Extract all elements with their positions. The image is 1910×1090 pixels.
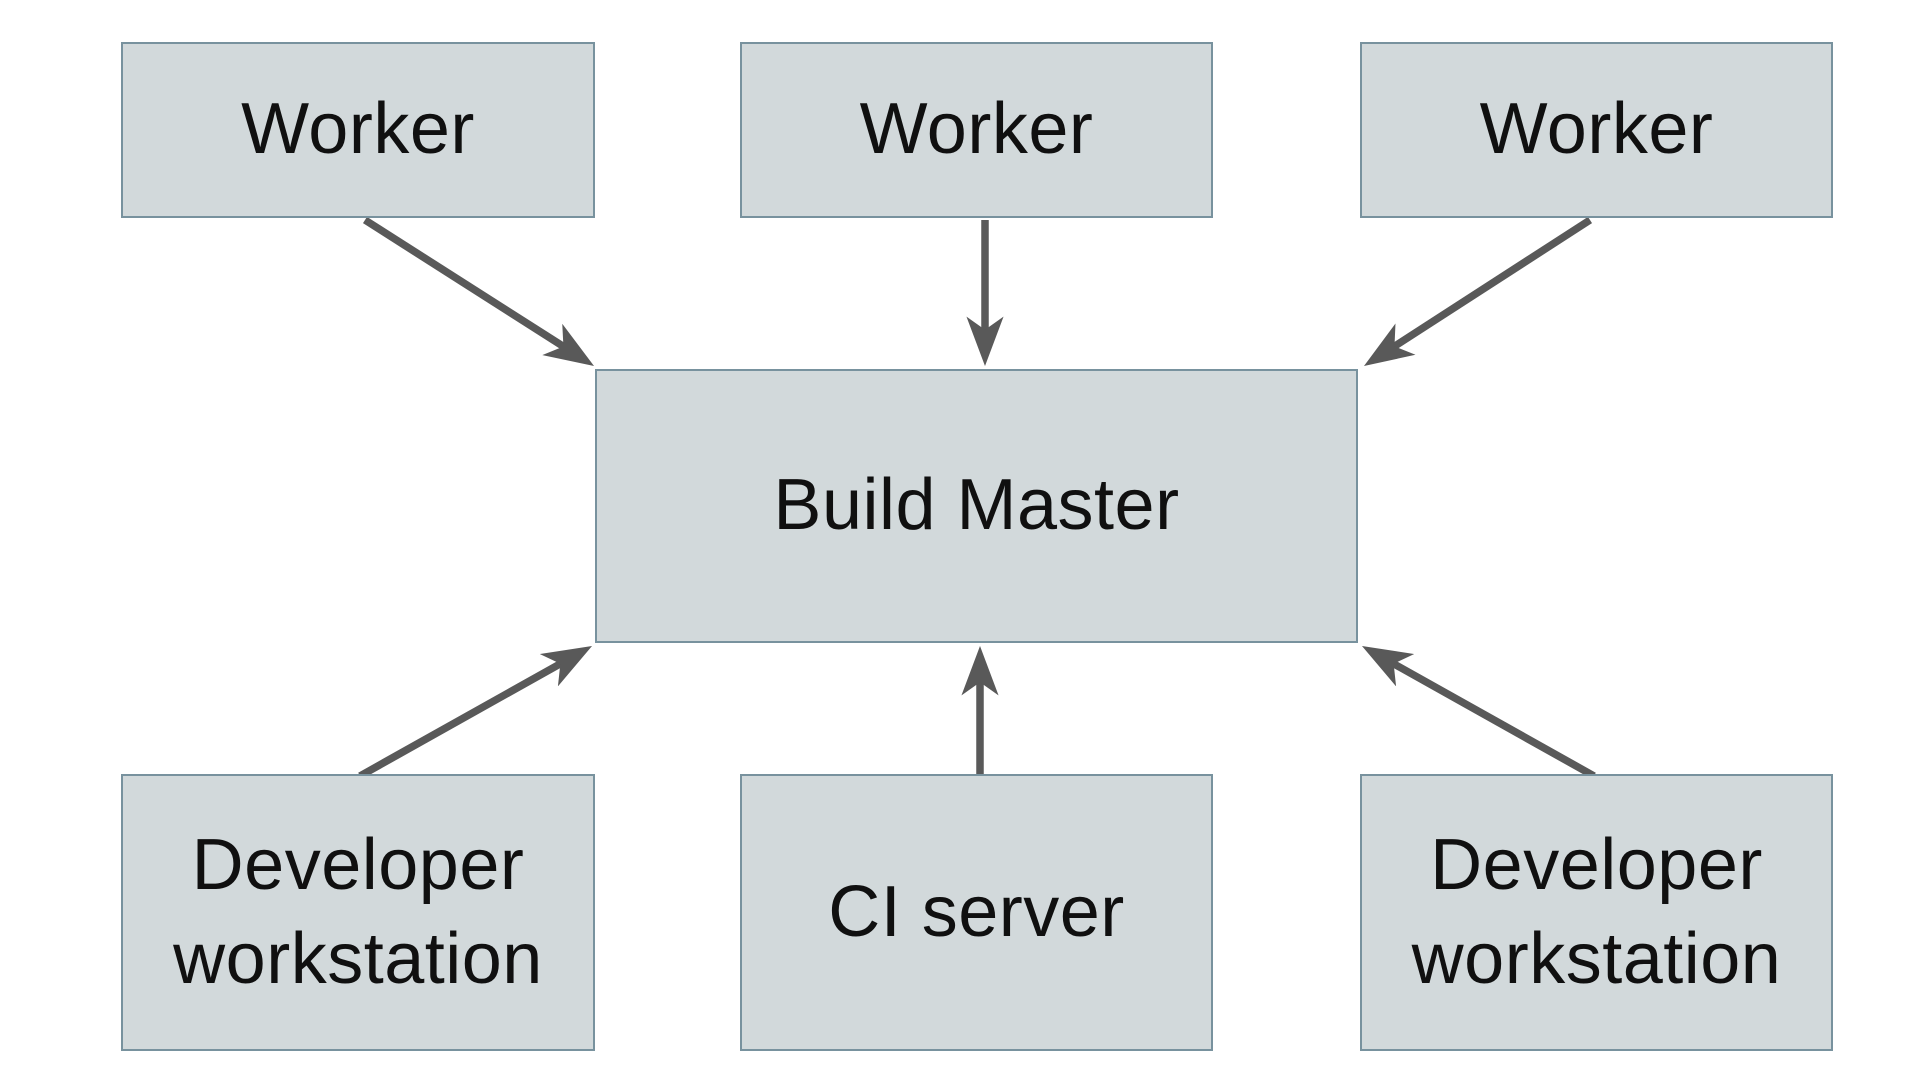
node-label-developer-workstation-2: Developer workstation bbox=[1411, 824, 1782, 999]
node-label-developer-workstation-1: Developer workstation bbox=[173, 824, 543, 999]
node-label-build-master: Build Master bbox=[773, 465, 1180, 546]
node-developer-workstation-1: Developer workstation bbox=[121, 774, 595, 1051]
node-label-ci-server: CI server bbox=[828, 871, 1125, 952]
arrow-developer-workstation-2-to-build-master bbox=[1361, 645, 1596, 780]
node-worker-2: Worker bbox=[740, 42, 1213, 218]
arrow-worker-1-to-build-master bbox=[362, 216, 595, 367]
node-developer-workstation-2: Developer workstation bbox=[1360, 774, 1833, 1051]
node-label-worker-3: Worker bbox=[1479, 89, 1714, 170]
node-build-master: Build Master bbox=[595, 369, 1358, 643]
node-label-worker-1: Worker bbox=[241, 89, 475, 170]
node-worker-3: Worker bbox=[1360, 42, 1833, 218]
node-worker-1: Worker bbox=[121, 42, 595, 218]
node-ci-server: CI server bbox=[740, 774, 1213, 1051]
arrow-worker-3-to-build-master bbox=[1363, 216, 1593, 367]
node-label-worker-2: Worker bbox=[859, 89, 1094, 170]
arrow-developer-workstation-1-to-build-master bbox=[358, 645, 593, 780]
